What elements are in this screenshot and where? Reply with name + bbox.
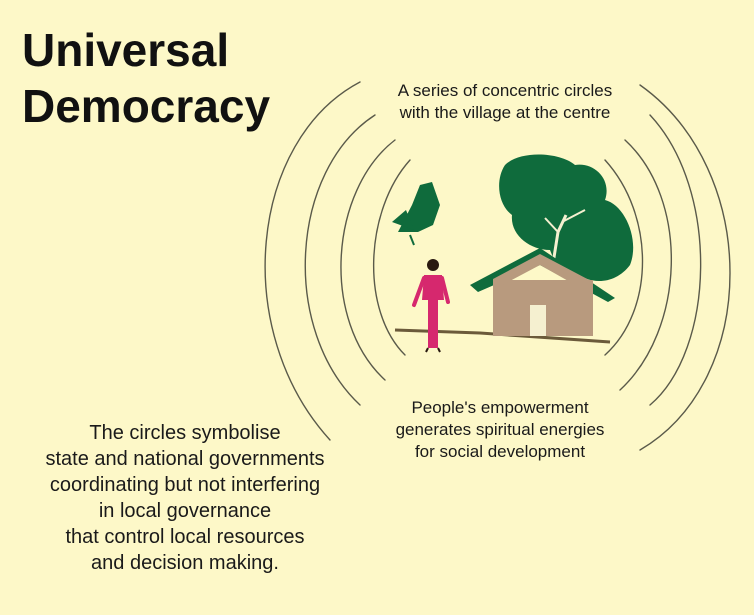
outer-circle-left-arc: [264, 81, 361, 441]
left-caption-line-4: in local governance: [98, 500, 272, 522]
left-caption-line-2: state and national governments: [45, 448, 325, 470]
top-caption-line-2: with the village at the centre: [399, 103, 611, 122]
page-title: Universal Democracy: [22, 22, 270, 134]
woman-figure-icon: [412, 259, 450, 353]
small-tree-icon: [392, 182, 440, 246]
bottom-caption: People's empowerment generates spiritual…: [345, 397, 655, 463]
top-caption-line-1: A series of concentric circles: [397, 81, 613, 100]
outer-circle-right-arc: [639, 84, 731, 451]
top-caption: A series of concentric circles with the …: [330, 80, 680, 124]
title-line-1: Universal: [22, 24, 230, 76]
title-line-2: Democracy: [22, 80, 271, 132]
left-caption: The circles symbolise state and national…: [0, 420, 370, 576]
inner-circle-right-arc: [604, 159, 644, 356]
left-caption-line-6: and decision making.: [91, 552, 279, 574]
left-caption-line-1: The circles symbolise: [89, 422, 281, 444]
left-caption-line-5: that control local resources: [65, 526, 305, 548]
bottom-caption-line-1: People's empowerment: [411, 398, 589, 417]
ground-line: [394, 328, 611, 344]
second-circle-right-arc: [649, 114, 702, 406]
bottom-caption-line-2: generates spiritual energies: [395, 420, 605, 439]
third-circle-left-arc: [340, 139, 396, 381]
inner-circle-left-arc: [373, 159, 411, 356]
bottom-caption-line-3: for social development: [414, 442, 586, 461]
third-circle-right-arc: [619, 139, 672, 391]
village-hut-icon: [470, 248, 615, 336]
left-caption-line-3: coordinating but not interfering: [49, 474, 321, 496]
second-circle-left-arc: [304, 114, 376, 406]
